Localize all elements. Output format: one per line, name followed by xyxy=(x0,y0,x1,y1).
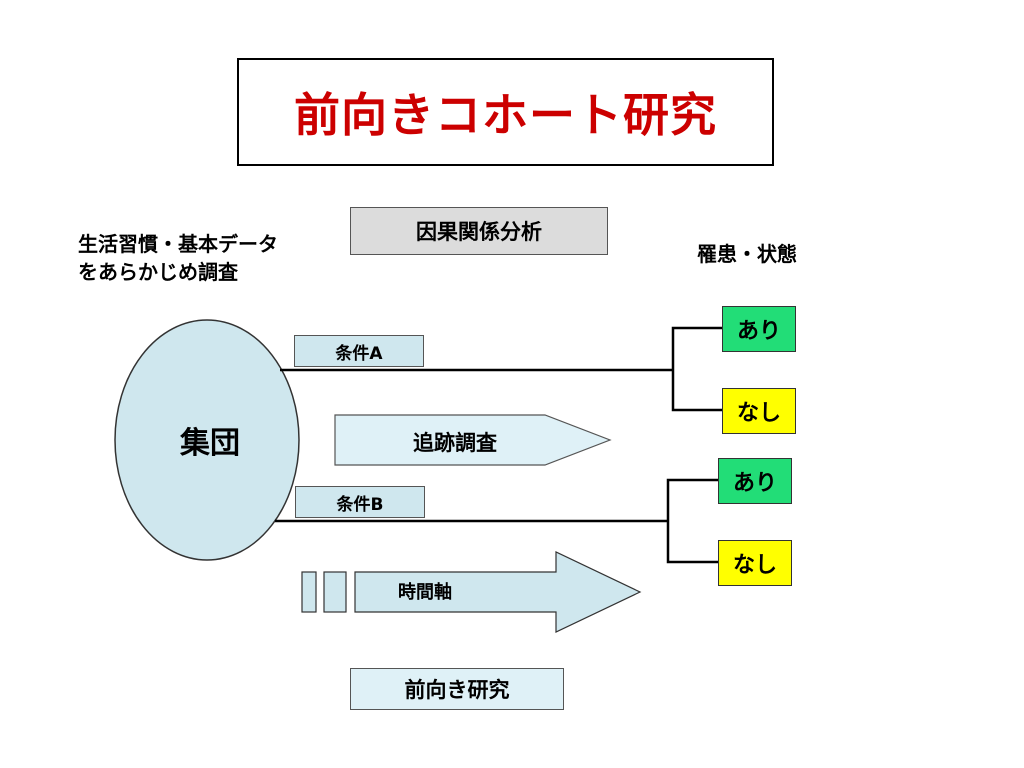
baseline-text-line2: をあらかじめ調査 xyxy=(78,260,238,284)
time-axis-arrow xyxy=(354,551,642,633)
time-axis-bar-2 xyxy=(323,571,347,613)
baseline-text-line1: 生活習慣・基本データ xyxy=(78,232,278,256)
time-axis-bar-1 xyxy=(301,571,317,613)
time-axis-label: 時間軸 xyxy=(398,582,452,603)
condition-b-label: 条件B xyxy=(295,486,425,518)
followup-arrow xyxy=(334,414,612,466)
causal-analysis-label: 因果関係分析 xyxy=(350,207,608,255)
study-type-label: 前向き研究 xyxy=(350,668,564,710)
group-ellipse xyxy=(114,319,300,561)
condition-b-branch xyxy=(666,478,718,564)
baseline-text: 生活習慣・基本データ をあらかじめ調査 xyxy=(78,230,348,286)
outcome-header: 罹患・状態 xyxy=(697,242,797,266)
outcome-b-no: なし xyxy=(718,540,792,586)
condition-a-label: 条件A xyxy=(294,335,424,367)
outcome-a-yes: あり xyxy=(722,306,796,352)
condition-a-branch xyxy=(671,326,722,412)
followup-label: 追跡調査 xyxy=(413,431,497,455)
outcome-a-no: なし xyxy=(722,388,796,434)
group-label: 集団 xyxy=(180,426,240,461)
outcome-b-yes: あり xyxy=(718,458,792,504)
page-title: 前向きコホート研究 xyxy=(237,58,774,166)
